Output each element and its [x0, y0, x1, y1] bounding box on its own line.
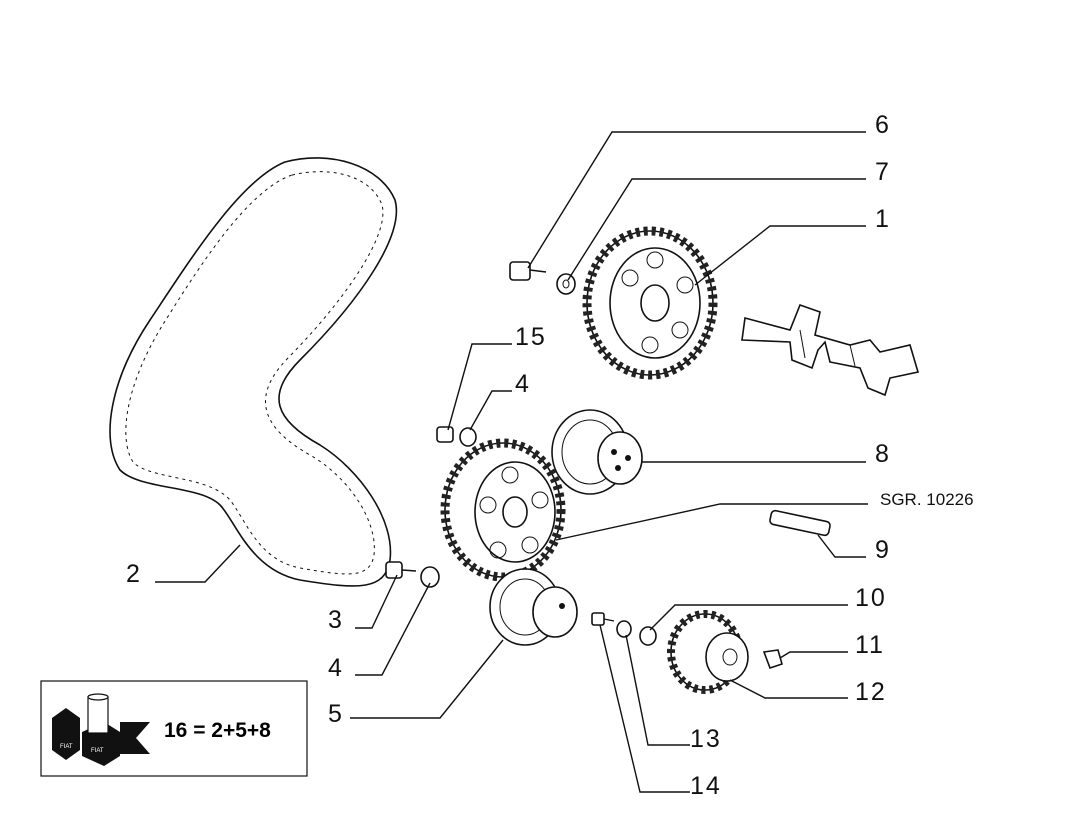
kit-icon-label: FIAT [60, 744, 73, 750]
callout-7: 7 [875, 158, 891, 186]
kit-note-text: 16 = 2+5+8 [164, 719, 271, 742]
pulley-bolt [509, 261, 547, 281]
washer-lower [420, 566, 440, 588]
camshaft [741, 303, 920, 397]
callout-3: 3 [328, 606, 344, 634]
gear-washer [639, 626, 657, 646]
leader-lines [155, 131, 868, 793]
nut [436, 426, 454, 443]
small-bolt [591, 612, 615, 626]
stud [769, 509, 831, 537]
idler-pulley [489, 568, 578, 646]
washer-upper [459, 427, 477, 447]
callout-9: 9 [875, 536, 891, 564]
callout-14: 14 [690, 772, 722, 800]
callout-4-upper: 4 [515, 370, 531, 398]
callout-15: 15 [515, 323, 547, 351]
drive-pulley [440, 438, 566, 582]
callout-2: 2 [126, 560, 142, 588]
crankshaft-gear [667, 610, 749, 694]
camshaft-pulley [582, 226, 718, 380]
pulley-washer [556, 273, 576, 295]
callout-8: 8 [875, 440, 891, 468]
callout-13: 13 [690, 725, 722, 753]
callout-1: 1 [875, 205, 891, 233]
callout-6: 6 [875, 111, 891, 139]
woodruff-key [762, 649, 783, 670]
kit-package-icon: FIAT FIAT [52, 693, 150, 766]
tensioner-pulley [551, 409, 643, 495]
callout-5: 5 [328, 700, 344, 728]
kit-note-box: FIAT FIAT 16 = 2+5+8 [40, 680, 308, 777]
kit-icon-label-2: FIAT [91, 748, 104, 754]
callout-10: 10 [855, 584, 887, 612]
timing-belt [109, 157, 398, 587]
callout-12: 12 [855, 678, 887, 706]
callout-labels: 6 7 1 15 4 8 9 2 3 4 10 11 12 5 13 14 SG… [126, 111, 974, 800]
reference-code: SGR. 10226 [880, 490, 974, 509]
idler-bolt [385, 561, 417, 579]
callout-4-lower: 4 [328, 654, 344, 682]
small-washer [616, 620, 632, 638]
callout-11: 11 [855, 631, 885, 659]
